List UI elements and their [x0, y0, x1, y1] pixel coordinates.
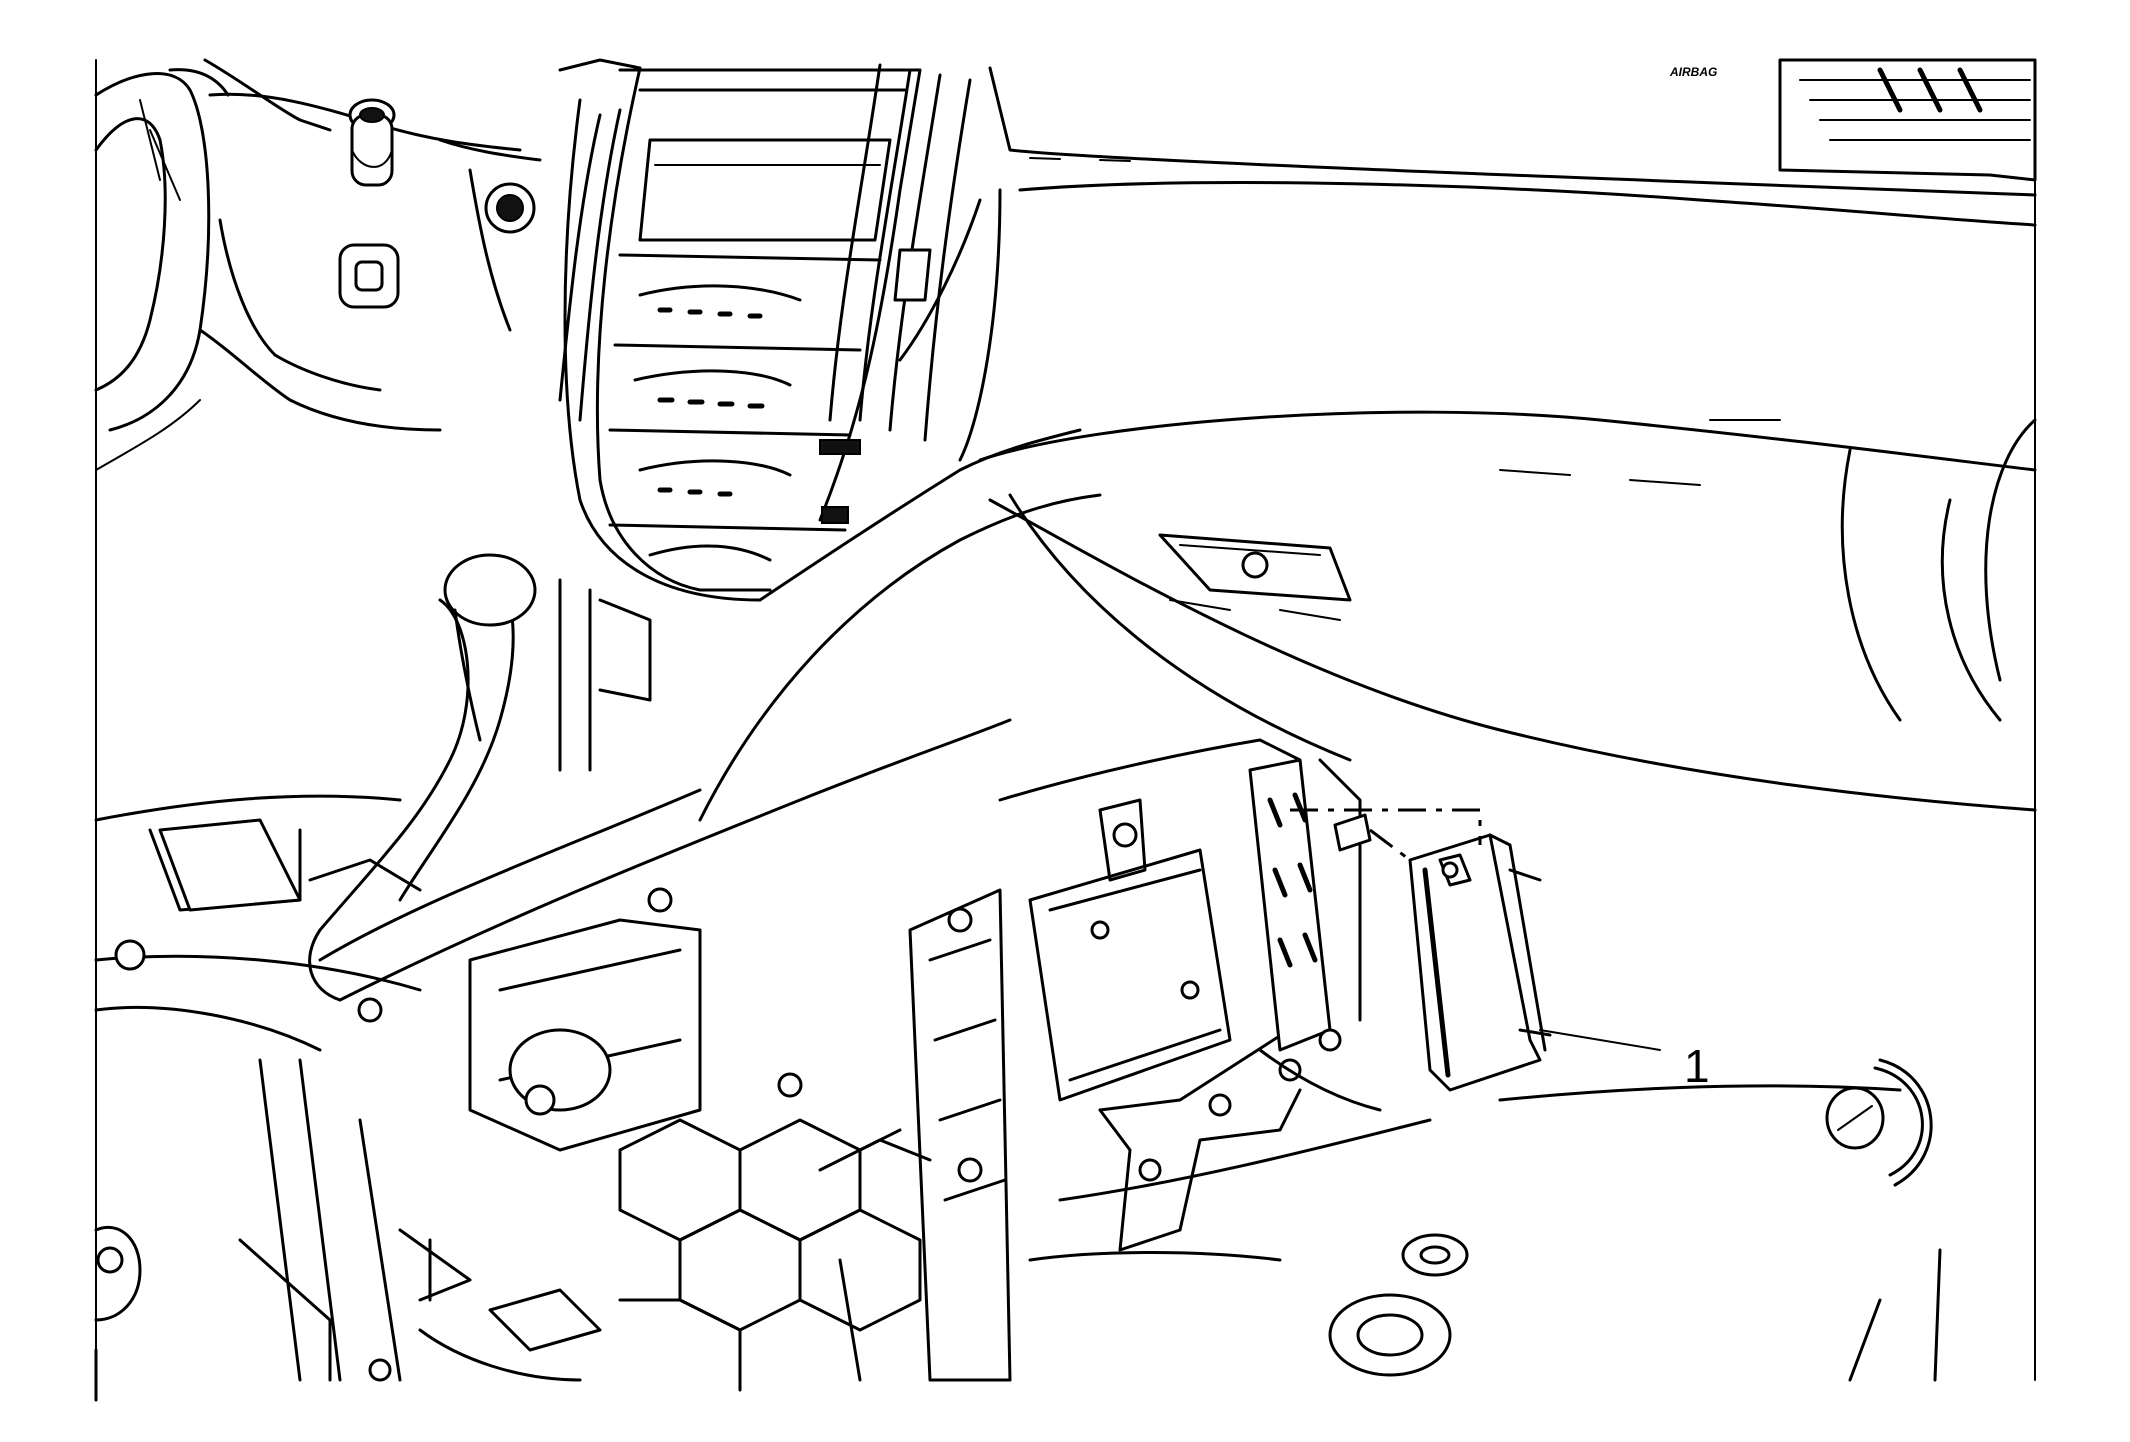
- steering-wheel: [94, 68, 230, 471]
- fastener-icon: [357, 997, 383, 1023]
- fastener-icon: [777, 1072, 803, 1098]
- console-trim-panel: [308, 428, 1102, 1002]
- vent-tab-icon: [893, 248, 932, 302]
- callout-1: 1: [1539, 1029, 1710, 1092]
- dashboard-passenger-side: AIRBAG: [898, 58, 2037, 812]
- module-mounting-bracket: [998, 738, 1382, 1252]
- drawing-boundary: [95, 59, 2036, 1381]
- callout-leader-line: [1539, 1029, 1661, 1051]
- floor-pan: [1028, 1058, 1942, 1382]
- bracket-clip: [1333, 813, 1372, 852]
- bolt-icon: [114, 939, 146, 971]
- gear-shifter-icon: [443, 553, 537, 627]
- fastener-icon: [647, 887, 673, 913]
- center-stack: [558, 58, 972, 772]
- honeycomb-mesh: [618, 1118, 922, 1392]
- vertical-support-brace: [908, 888, 1012, 1382]
- airbag-label: AIRBAG: [1669, 65, 1717, 79]
- install-path-line: [1290, 808, 1482, 845]
- infotainment-screen: [638, 138, 892, 242]
- callout-label-1: 1: [1684, 1040, 1710, 1092]
- lower-center-console: [94, 794, 422, 1402]
- install-path-line: [1369, 828, 1411, 862]
- lower-dash-structure: [238, 887, 1012, 1392]
- replacement-module: [1290, 808, 1552, 1092]
- instrument-cluster-area: [198, 58, 542, 432]
- climate-control-buttons: [657, 307, 861, 524]
